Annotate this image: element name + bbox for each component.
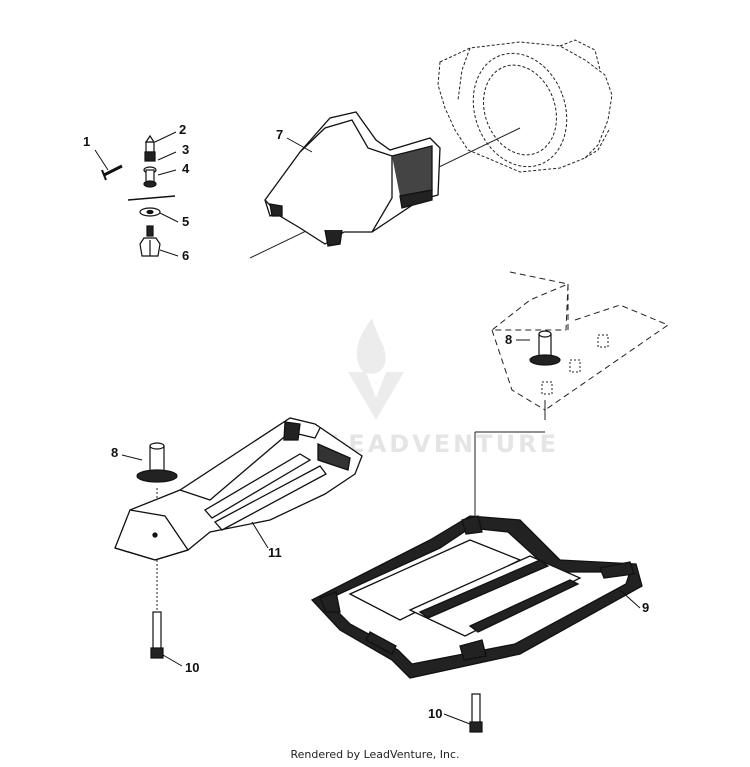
callout-4: 4: [182, 161, 190, 176]
callout-5: 5: [182, 214, 189, 229]
callout-7: 7: [276, 127, 283, 142]
part-1-pin: [101, 164, 123, 181]
engine-housing: [437, 39, 613, 173]
floor-panel-dashed: [490, 271, 670, 411]
watermark: LEADVENTURE: [330, 318, 559, 458]
callouts: 1 2 3 4 5 6 7 8 8 11 9 10 10: [83, 122, 649, 721]
callout-8-upper: 8: [505, 332, 512, 347]
callout-3: 3: [182, 142, 189, 157]
part-7-cover: [264, 111, 441, 247]
part-10-bolt-left: [150, 611, 164, 659]
callout-10-left: 10: [185, 660, 199, 675]
callout-11: 11: [268, 545, 282, 560]
part-6-nut: [139, 225, 161, 257]
callout-10-right: 10: [428, 706, 442, 721]
part-9-skid-plate: [310, 515, 643, 679]
part-2-stud: [144, 134, 156, 162]
hardware-group: [101, 134, 176, 257]
panel-section-line: [127, 195, 176, 201]
part-3-4-spacer: [143, 166, 157, 188]
part-8-grommet-upper: [529, 330, 561, 366]
part-11-bracket: [114, 417, 363, 561]
watermark-flame-icon: [356, 318, 386, 374]
watermark-v-icon: [348, 372, 404, 420]
part-5-washer: [139, 207, 161, 217]
watermark-text: LEADVENTURE: [330, 430, 559, 458]
leader-lines: [94, 131, 641, 725]
part-10-bolt-right: [469, 693, 483, 733]
part-8-grommet-lower: [136, 442, 178, 483]
callout-6: 6: [182, 248, 189, 263]
footer-credit: Rendered by LeadVenture, Inc.: [290, 748, 460, 761]
callout-8-lower: 8: [111, 445, 118, 460]
callout-9: 9: [642, 600, 649, 615]
callout-2: 2: [179, 122, 186, 137]
callout-1: 1: [83, 134, 90, 149]
